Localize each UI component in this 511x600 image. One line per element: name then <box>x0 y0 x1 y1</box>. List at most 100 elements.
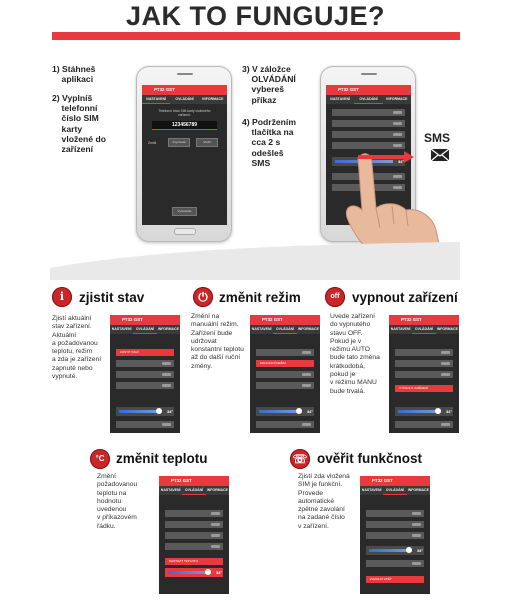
highlighted-command[interactable]: ZJISTIT STAV <box>116 349 174 356</box>
sms-label: SMS <box>424 131 451 145</box>
tab-ovladani[interactable]: OVLÁDÁNÍ <box>182 486 206 495</box>
tab-ovladani[interactable]: OVLÁDÁNÍ <box>175 97 194 101</box>
command-row[interactable] <box>165 521 223 528</box>
command-row[interactable] <box>395 421 453 428</box>
highlighted-command[interactable]: VYPNOUT ZAŘÍZENÍ <box>395 385 453 392</box>
tab-ovladani[interactable]: OVLÁDÁNÍ <box>412 325 436 334</box>
temperature-slider[interactable]: 34° <box>395 407 453 416</box>
tab-ovladani[interactable]: OVLÁDÁNÍ <box>354 95 383 104</box>
app-title-bar: PT32 GST <box>250 315 320 325</box>
feature-title: změnit režim <box>219 290 301 305</box>
tab-informace[interactable]: INFORMACE <box>297 327 319 331</box>
command-row[interactable] <box>332 131 405 138</box>
command-row[interactable] <box>366 521 424 528</box>
command-row[interactable] <box>395 371 453 378</box>
temperature-slider[interactable]: 34° <box>165 568 223 577</box>
command-row[interactable] <box>256 349 314 356</box>
power-icon: ⏻ <box>193 287 213 307</box>
temperature-icon: °C <box>90 449 110 469</box>
tab-nastaveni[interactable]: NASTAVENÍ <box>251 327 272 331</box>
feature-description: Uvede zařízení do vypnutého stavu OFF. P… <box>330 313 380 395</box>
tab-nastaveni[interactable]: NASTAVENÍ <box>361 488 382 492</box>
test-button[interactable]: Vyzkoušet <box>172 207 197 216</box>
temperature-value: 34° <box>166 409 173 414</box>
highlighted-command[interactable]: NASTAVIT TEPLOTU <box>165 558 223 565</box>
command-row[interactable] <box>165 510 223 517</box>
command-row[interactable] <box>116 382 174 389</box>
temperature-slider[interactable]: 34° <box>256 407 314 416</box>
temperature-value: 34° <box>306 409 313 414</box>
command-row[interactable] <box>116 371 174 378</box>
title-red-band <box>52 32 460 40</box>
command-row[interactable] <box>116 421 174 428</box>
temperature-value: 34° <box>445 409 452 414</box>
step-1-text: 1) Stáhneš aplikaci <box>52 64 96 85</box>
temperature-slider[interactable]: 34° <box>366 546 424 555</box>
step-2-text: 2) Vyplníš telefonní číslo SIM karty vlo… <box>52 93 106 155</box>
tab-informace[interactable]: INFORMACE <box>157 327 179 331</box>
command-row[interactable] <box>165 543 223 550</box>
command-row[interactable] <box>332 109 405 116</box>
tab-informace[interactable]: INFORMACE <box>206 488 228 492</box>
command-row[interactable] <box>116 360 174 367</box>
tab-informace[interactable]: INFORMACE <box>436 327 458 331</box>
command-row[interactable] <box>256 382 314 389</box>
tab-nastaveni[interactable]: NASTAVENÍ <box>160 488 181 492</box>
command-row[interactable] <box>332 120 405 127</box>
tab-ovladani[interactable]: OVLÁDÁNÍ <box>383 486 407 495</box>
phone-home-button <box>174 228 196 235</box>
tab-informace[interactable]: INFORMACE <box>407 488 429 492</box>
info-icon: i <box>52 287 72 307</box>
hand-illustration <box>346 153 445 269</box>
copy-button[interactable]: Kopírovat <box>168 138 190 147</box>
app-title-bar: PT32 GST <box>389 315 459 325</box>
command-row[interactable] <box>332 142 405 149</box>
command-row[interactable] <box>366 532 424 539</box>
feature-title: změnit teplotu <box>116 451 208 466</box>
tab-ovladani[interactable]: OVLÁDÁNÍ <box>133 325 157 334</box>
command-row[interactable] <box>256 371 314 378</box>
command-row[interactable] <box>366 560 424 567</box>
phone-setup-screen: PT32 GST NASTAVENÍ OVLÁDÁNÍ INFORMACE Te… <box>142 85 227 225</box>
command-row[interactable] <box>366 510 424 517</box>
tab-nastaveni[interactable]: NASTAVENÍ <box>390 327 411 331</box>
paste-button[interactable]: Vložit <box>196 138 218 147</box>
feature-description: Změní požadovanou teplotu na hodnotu uve… <box>97 473 138 530</box>
highlighted-command[interactable]: MANUÁLNÍ REŽIM <box>256 360 314 367</box>
command-row[interactable] <box>256 421 314 428</box>
highlighted-command[interactable]: ZAVOLAT ZPĚT <box>366 576 424 583</box>
tab-informace[interactable]: INFORMACE <box>386 97 408 101</box>
temperature-slider[interactable]: 34° <box>116 407 174 416</box>
tab-ovladani[interactable]: OVLÁDÁNÍ <box>273 325 297 334</box>
command-row[interactable] <box>395 360 453 367</box>
page-title: JAK TO FUNGUJE? <box>125 1 386 31</box>
envelope-icon <box>430 148 450 162</box>
tab-informace[interactable]: INFORMACE <box>202 97 224 101</box>
app-title-bar: PT32 GST <box>326 85 411 95</box>
app-title-bar: PT32 GST <box>142 85 227 95</box>
sim-number-field[interactable]: 123456789 <box>152 121 217 130</box>
sms-arrow <box>358 155 408 159</box>
command-row[interactable] <box>165 532 223 539</box>
phone-speaker <box>177 73 193 75</box>
section-divider <box>50 242 460 280</box>
phone-icon: ☏ <box>290 449 310 469</box>
step-4-text: 4) Podržením tlačítka na cca 2 s odešleš… <box>242 117 296 168</box>
tab-nastaveni[interactable]: NASTAVENÍ <box>330 97 351 101</box>
feature-title: vypnout zařízení <box>352 290 458 305</box>
app-title-bar: PT32 GST <box>360 476 430 486</box>
tab-nastaveni[interactable]: NASTAVENÍ <box>142 95 171 104</box>
tab-nastaveni[interactable]: NASTAVENÍ <box>111 327 132 331</box>
command-row[interactable] <box>395 349 453 356</box>
feature-title: ověřit funkčnost <box>317 451 423 466</box>
app-tabs: NASTAVENÍ OVLÁDÁNÍ INFORMACE <box>142 95 227 104</box>
off-icon: off <box>325 287 345 307</box>
